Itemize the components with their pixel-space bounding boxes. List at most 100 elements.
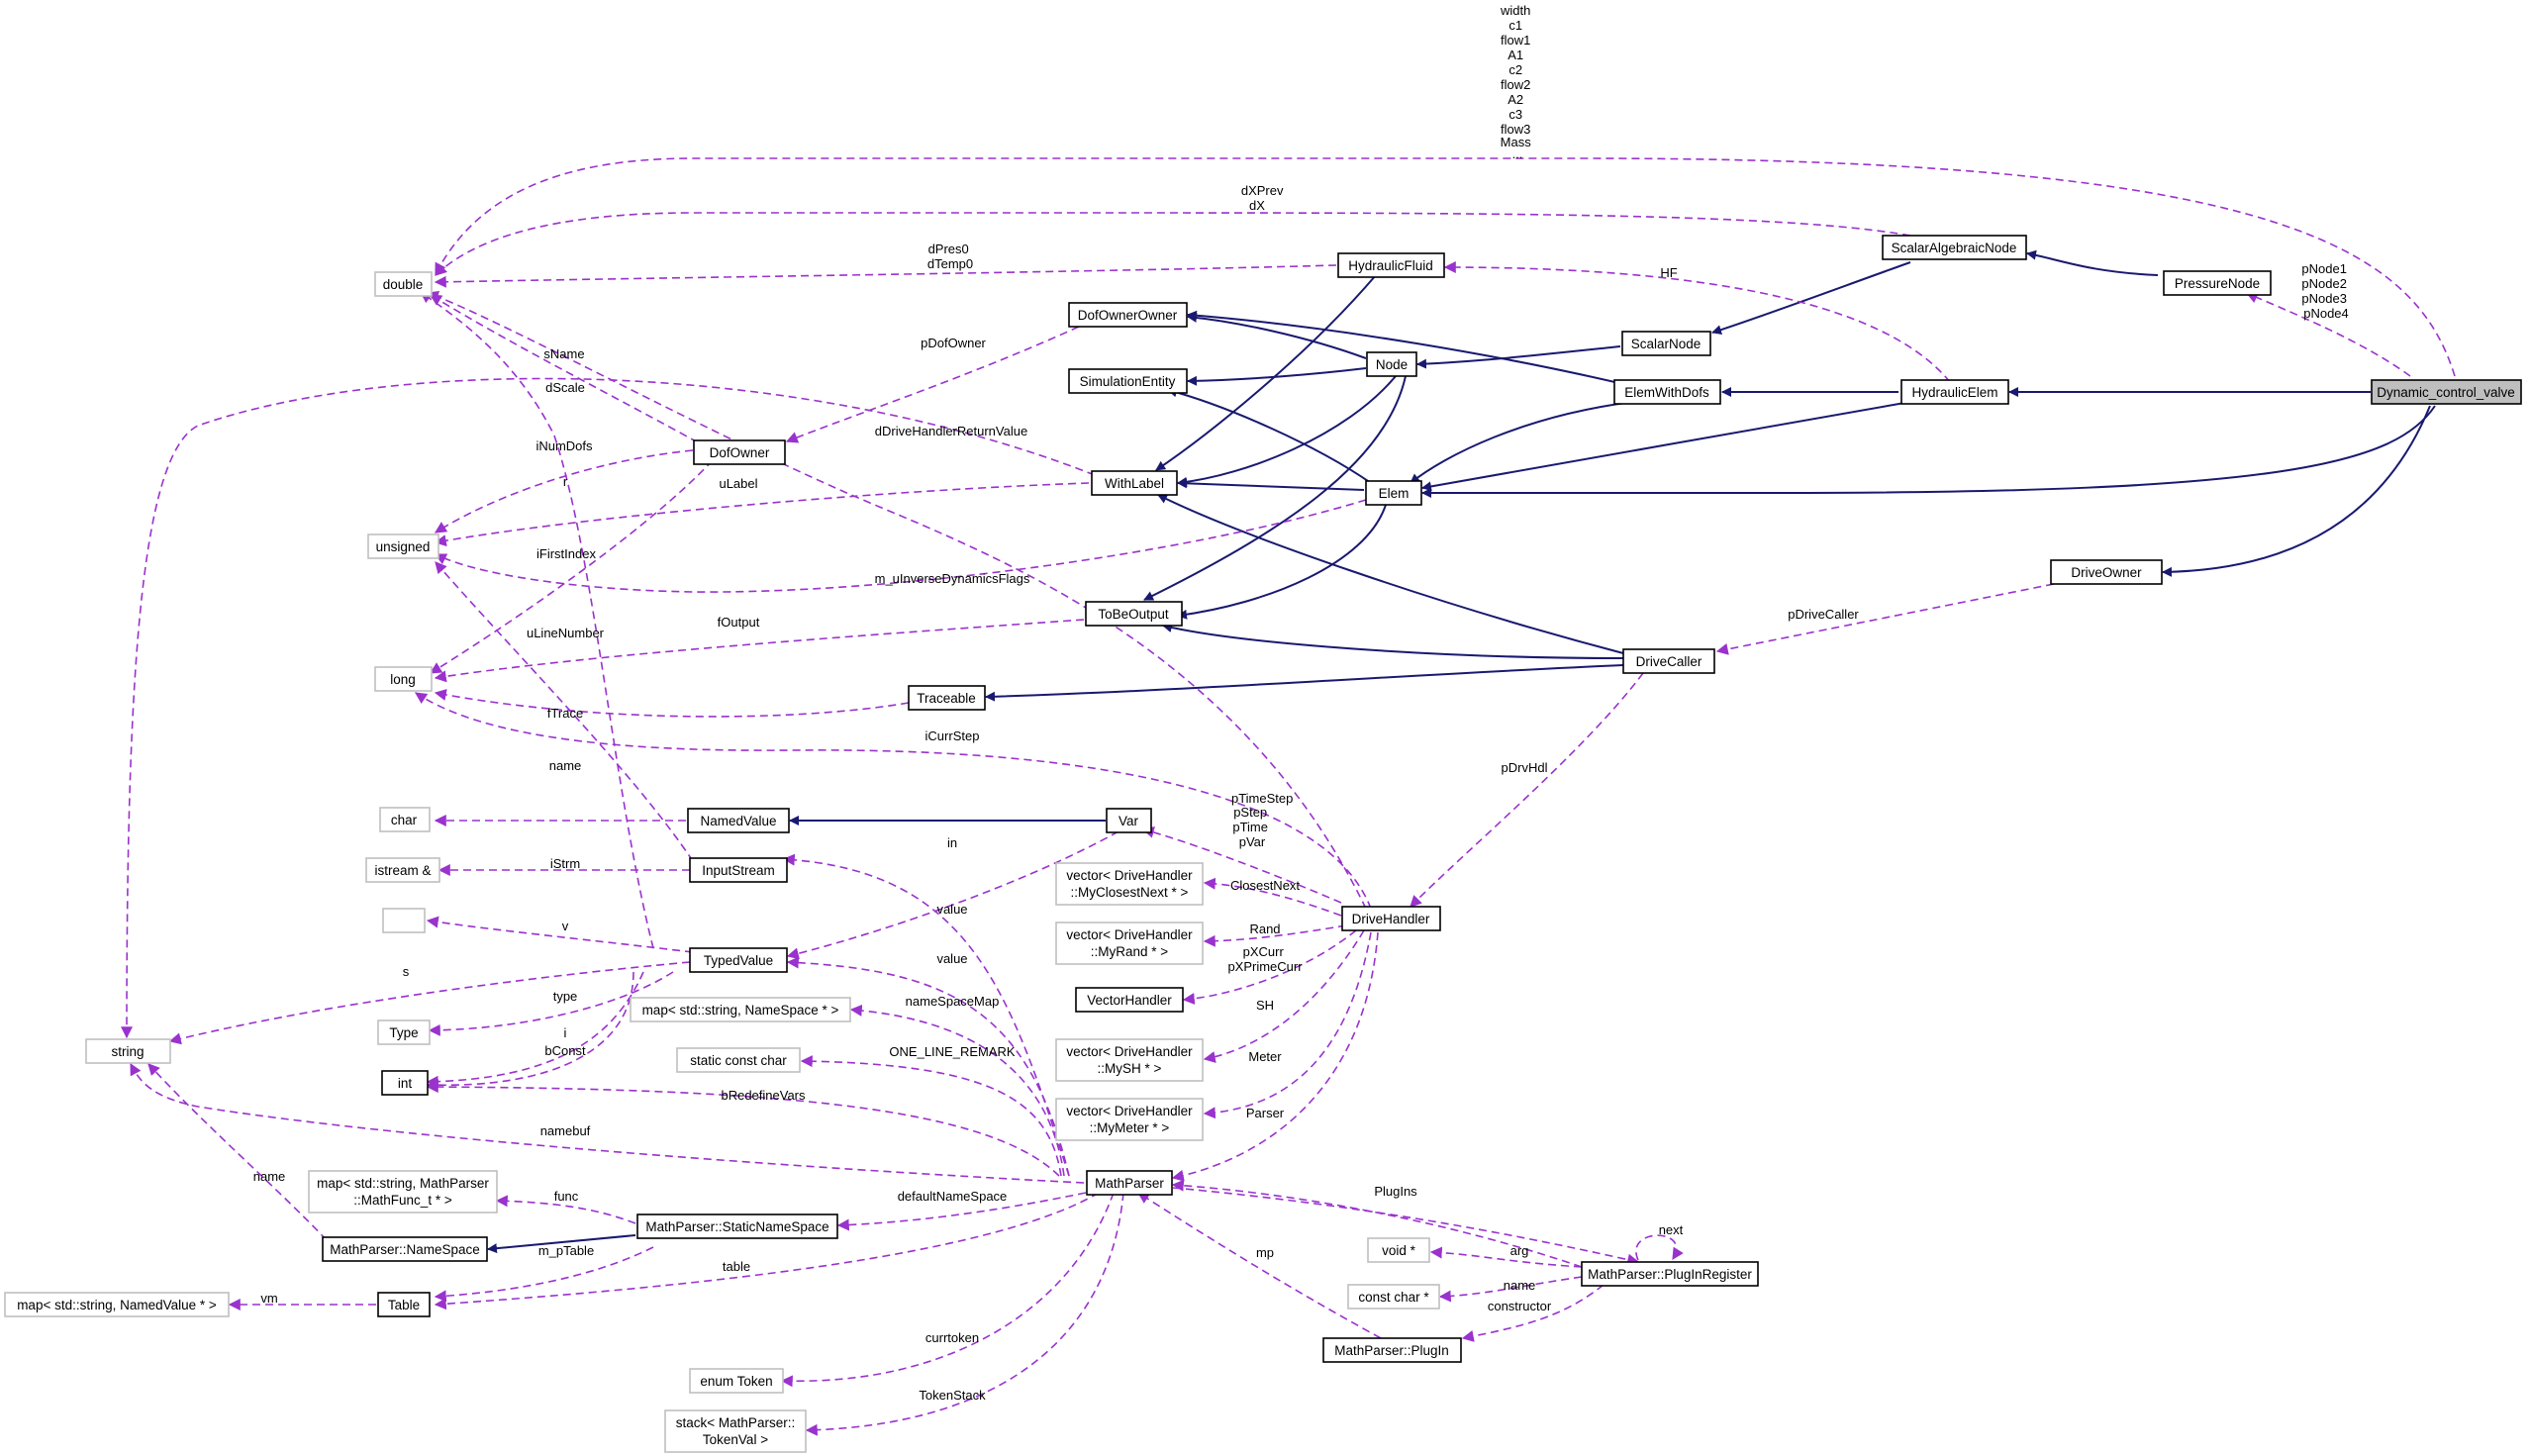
node-elemwithdofs[interactable]: ElemWithDofs xyxy=(1613,379,1721,405)
edge-drivehandler-double xyxy=(426,290,1367,910)
edge-typedvalue-empty xyxy=(426,916,694,953)
edge-traceable-long xyxy=(434,689,910,718)
node-dofowner[interactable]: DofOwner xyxy=(693,439,786,465)
node-double[interactable]: double xyxy=(374,271,433,297)
label-bredef: bRedefineVars xyxy=(721,1088,806,1103)
label-pvars: pTimeStep pStep pTime pVar xyxy=(1231,791,1297,849)
svg-text:DriveOwner: DriveOwner xyxy=(2071,565,2142,580)
node-map-ns[interactable]: map< std::string, NameSpace * > xyxy=(630,997,851,1022)
label-mp: mp xyxy=(1256,1245,1274,1260)
node-enum-token[interactable]: enum Token xyxy=(689,1368,784,1394)
node-vec-mysh[interactable]: vector< DriveHandler::MySH * > xyxy=(1055,1038,1204,1082)
node-scalaralgebraicnode[interactable]: ScalarAlgebraicNode xyxy=(1882,235,2027,260)
node-var[interactable]: Var xyxy=(1106,808,1152,833)
label-foutput: fOutput xyxy=(718,615,760,630)
edge-scalarnode-node xyxy=(1416,345,1621,369)
edge-dofowner-double xyxy=(429,294,699,443)
edge-drivehandler-long xyxy=(415,692,1372,910)
edge-pluginreg-voidp xyxy=(1429,1246,1583,1268)
node-int[interactable]: int xyxy=(381,1070,429,1096)
node-vectorhandler[interactable]: VectorHandler xyxy=(1075,987,1184,1013)
edge-scalaralg-double xyxy=(435,212,1911,276)
node-unsigned[interactable]: unsigned xyxy=(367,534,439,559)
svg-text:InputStream: InputStream xyxy=(702,863,775,878)
edge-dcv-driveowner xyxy=(2162,405,2431,577)
node-table[interactable]: Table xyxy=(377,1292,431,1317)
label-istrm: iStrm xyxy=(550,856,580,871)
label-name: name xyxy=(549,758,582,773)
svg-text:DofOwnerOwner: DofOwnerOwner xyxy=(1078,308,1178,323)
svg-text:stack< MathParser::: stack< MathParser:: xyxy=(676,1415,795,1430)
node-withlabel[interactable]: WithLabel xyxy=(1091,470,1178,496)
node-vec-mymeter[interactable]: vector< DriveHandler::MyMeter * > xyxy=(1055,1098,1204,1141)
edge-pluginreg-constcharp xyxy=(1438,1276,1583,1303)
node-plugin[interactable]: MathParser::PlugIn xyxy=(1322,1337,1462,1363)
node-namedvalue[interactable]: NamedValue xyxy=(687,808,790,833)
svg-text:Table: Table xyxy=(388,1298,420,1312)
edge-drivehandler-mcn xyxy=(1203,877,1342,917)
edge-elem-unsigned xyxy=(434,499,1367,593)
label-ftrace: fTrace xyxy=(547,706,583,721)
node-type[interactable]: Type xyxy=(377,1019,431,1045)
node-staticnamespace[interactable]: MathParser::StaticNameSpace xyxy=(636,1213,838,1239)
node-inputstream[interactable]: InputStream xyxy=(689,857,788,883)
edge-elem-simentity xyxy=(1167,387,1372,484)
node-static-const-char[interactable]: static const char xyxy=(676,1047,801,1073)
label-pxcurr: pXCurr pXPrimeCurr xyxy=(1227,944,1303,974)
node-hydraulicfluid[interactable]: HydraulicFluid xyxy=(1337,252,1445,278)
node-map-func[interactable]: map< std::string, MathParser::MathFunc_t… xyxy=(308,1170,498,1213)
node-namespace[interactable]: MathParser::NameSpace xyxy=(322,1236,488,1262)
node-tobeoutput[interactable]: ToBeOutput xyxy=(1085,601,1183,627)
node-driveowner[interactable]: DriveOwner xyxy=(2050,559,2163,585)
edge-drivehandler-mm xyxy=(1203,931,1372,1119)
node-string[interactable]: string xyxy=(85,1038,171,1064)
node-drivecaller[interactable]: DriveCaller xyxy=(1622,648,1715,674)
node-dofownerowner[interactable]: DofOwnerOwner xyxy=(1068,302,1188,328)
edge-drivehandler-msh xyxy=(1203,929,1365,1063)
svg-text:Node: Node xyxy=(1376,357,1408,372)
edge-dcv-double xyxy=(435,157,2456,377)
label-sname: sName xyxy=(543,346,584,361)
label-namebuf: namebuf xyxy=(540,1123,591,1138)
node-scalarnode[interactable]: ScalarNode xyxy=(1621,331,1711,356)
label-ddh: dDriveHandlerReturnValue xyxy=(875,424,1027,438)
edge-node-simentity xyxy=(1187,367,1367,386)
node-constcharp[interactable]: const char * xyxy=(1347,1284,1440,1310)
svg-text:TypedValue: TypedValue xyxy=(704,953,773,968)
label-ulabel: uLabel xyxy=(719,476,757,491)
node-voidp[interactable]: void * xyxy=(1367,1237,1430,1263)
node-elem[interactable]: Elem xyxy=(1365,480,1422,506)
label-dx: dXPrev dX xyxy=(1241,183,1287,213)
node-traceable[interactable]: Traceable xyxy=(908,685,986,711)
node-pressurenode[interactable]: PressureNode xyxy=(2163,270,2272,296)
node-simulationentity[interactable]: SimulationEntity xyxy=(1068,368,1188,394)
node-drivehandler[interactable]: DriveHandler xyxy=(1341,906,1441,931)
label-v: v xyxy=(562,919,569,933)
svg-text:PressureNode: PressureNode xyxy=(2175,276,2260,291)
node-empty[interactable] xyxy=(382,908,426,933)
node-hydraulicelem[interactable]: HydraulicElem xyxy=(1900,379,2009,405)
node-node[interactable]: Node xyxy=(1366,351,1417,377)
node-typedvalue[interactable]: TypedValue xyxy=(689,947,788,973)
svg-text:ScalarAlgebraicNode: ScalarAlgebraicNode xyxy=(1892,241,2017,255)
svg-text:string: string xyxy=(111,1044,144,1059)
svg-text:MathParser: MathParser xyxy=(1095,1176,1164,1191)
node-long[interactable]: long xyxy=(374,666,433,692)
node-vec-myclosestnext[interactable]: vector< DriveHandler::MyClosestNext * > xyxy=(1055,862,1204,906)
node-istream[interactable]: istream & xyxy=(365,857,440,883)
svg-text:::MathFunc_t * >: ::MathFunc_t * > xyxy=(353,1193,452,1208)
edges xyxy=(121,157,2456,1436)
svg-text:::MyMeter * >: ::MyMeter * > xyxy=(1090,1120,1170,1135)
edge-typedvalue-int-bconst xyxy=(426,971,634,1092)
node-pluginregister[interactable]: MathParser::PlugInRegister xyxy=(1581,1261,1759,1287)
svg-text:ScalarNode: ScalarNode xyxy=(1631,337,1702,351)
node-dynamic-control-valve[interactable]: Dynamic_control_valve xyxy=(2371,379,2522,405)
label-sh: SH xyxy=(1256,998,1274,1013)
node-vec-myrand[interactable]: vector< DriveHandler::MyRand * > xyxy=(1055,922,1204,965)
node-mathparser[interactable]: MathParser xyxy=(1086,1170,1173,1196)
edge-dofowner-long xyxy=(429,459,714,674)
node-char[interactable]: char xyxy=(379,807,431,832)
node-map-vm[interactable]: map< std::string, NamedValue * > xyxy=(4,1292,230,1317)
node-stack-tokenval[interactable]: stack< MathParser::TokenVal > xyxy=(664,1409,807,1453)
label-closestnext: ClosestNext xyxy=(1230,878,1300,893)
